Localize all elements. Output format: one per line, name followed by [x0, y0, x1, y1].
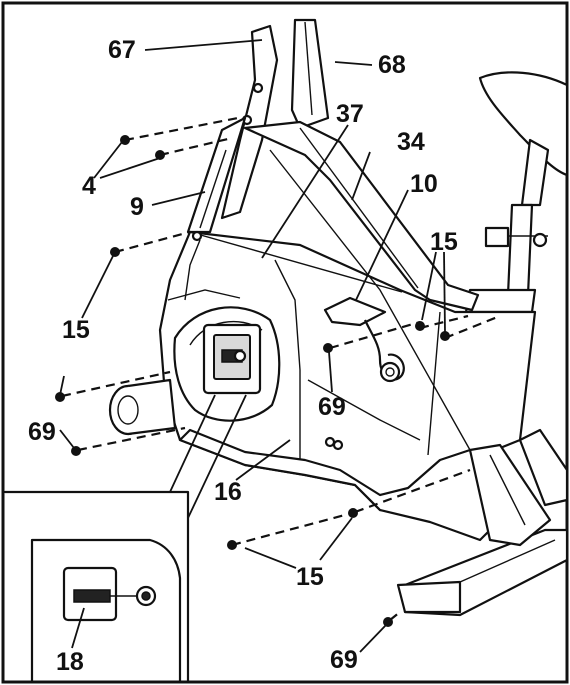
callout-69-left: 69 [28, 418, 56, 446]
handlebar-post [220, 24, 279, 220]
callout-15-right: 15 [430, 228, 458, 256]
leader-lines [59, 39, 446, 653]
callout-4: 4 [82, 172, 96, 200]
upright-tube [290, 18, 330, 130]
callout-37: 37 [336, 100, 364, 128]
front-tube [186, 116, 247, 234]
bolts [55, 135, 450, 627]
callout-16: 16 [214, 478, 242, 506]
callout-15-bottom: 15 [296, 563, 324, 591]
resistance-knob [202, 323, 262, 395]
callout-labels: 67 68 37 34 4 9 10 15 15 69 69 16 15 18 … [28, 36, 458, 676]
callout-10: 10 [410, 170, 438, 198]
seat [478, 71, 569, 207]
callout-69-bottom: 69 [330, 646, 358, 674]
rear-legs [468, 428, 569, 547]
rear-stabilizer [396, 528, 569, 617]
callout-18: 18 [56, 648, 84, 676]
callout-15-left: 15 [62, 316, 90, 344]
callout-9: 9 [130, 193, 144, 221]
axle-stub [108, 378, 177, 436]
frame-cover [243, 120, 480, 312]
seat-post [464, 203, 548, 314]
fastener-paths [61, 116, 501, 621]
inset-detail [3, 394, 247, 684]
callout-34: 34 [397, 128, 425, 156]
callout-67: 67 [108, 36, 136, 64]
callout-69-center: 69 [318, 393, 346, 421]
callout-68: 68 [378, 51, 406, 79]
